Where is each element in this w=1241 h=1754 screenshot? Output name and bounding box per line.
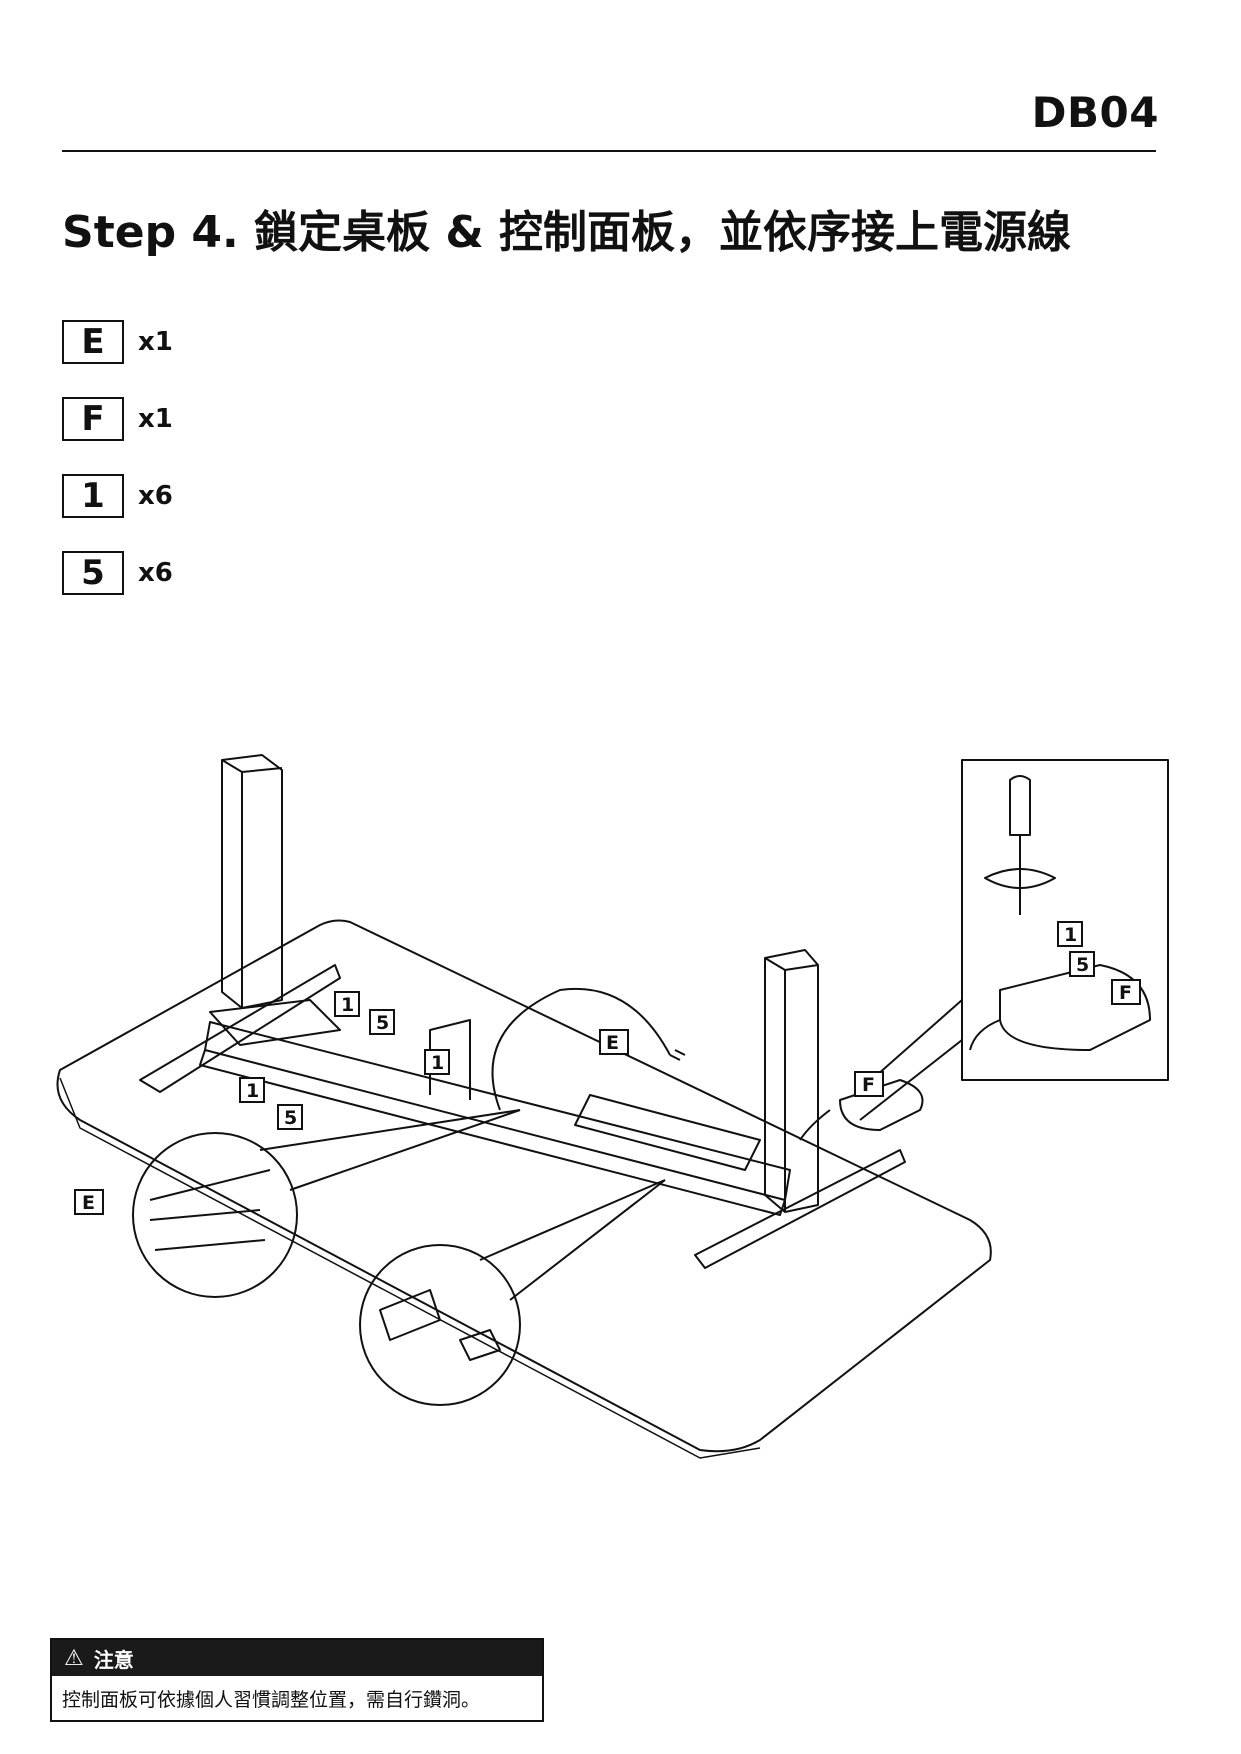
- part-row-5: 5 x6: [62, 549, 173, 597]
- control-box: [574, 1094, 761, 1171]
- left-foot: [139, 964, 341, 1093]
- part-quantity: x6: [138, 558, 173, 588]
- step-title: Step 4. 鎖定桌板 & 控制面板，並依序接上電源線: [62, 207, 1072, 258]
- part-label: 1: [62, 474, 124, 518]
- right-foot: [694, 1149, 906, 1269]
- callout-cable: E: [82, 1192, 95, 1214]
- notice-heading: 注意: [93, 1647, 134, 1672]
- callout-washer: 5: [376, 1012, 389, 1034]
- callout-cable: E: [606, 1032, 619, 1054]
- notice-text: 控制面板可依據個人習慣調整位置，需自行鑽洞。: [62, 1688, 481, 1711]
- callout-panel: F: [1119, 982, 1132, 1004]
- notice-box: ⚠ 注意 控制面板可依據個人習慣調整位置，需自行鑽洞。: [50, 1638, 544, 1722]
- zoom-detail-connector: [132, 1132, 298, 1298]
- zoom-detail-plug: [359, 1244, 521, 1406]
- part-row-e: E x1: [62, 318, 173, 366]
- part-quantity: x6: [138, 481, 173, 511]
- part-label: E: [62, 320, 124, 364]
- part-quantity: x1: [138, 404, 173, 434]
- callout-panel: F: [862, 1074, 875, 1096]
- tabletop: [56, 919, 992, 1453]
- detail-inset: [961, 759, 1169, 1081]
- assembly-illustration: 1 5 1 5 1 E F E 1 5 F: [56, 754, 1169, 1459]
- left-leg: [221, 754, 283, 1009]
- callout-screw: 1: [431, 1052, 444, 1074]
- callout-washer: 5: [284, 1107, 297, 1129]
- parts-list: E x1 F x1 1 x6 5 x6: [62, 318, 173, 626]
- header-divider: [62, 150, 1156, 152]
- part-label: F: [62, 397, 124, 441]
- part-row-1: 1 x6: [62, 472, 173, 520]
- part-label: 5: [62, 551, 124, 595]
- control-panel: [839, 1079, 924, 1131]
- document-code: DB04: [1031, 88, 1159, 137]
- power-cable: [491, 987, 671, 1111]
- callout-washer: 5: [1076, 954, 1089, 976]
- part-row-f: F x1: [62, 395, 173, 443]
- right-leg: [764, 949, 819, 1213]
- warning-icon: ⚠: [64, 1645, 84, 1671]
- part-quantity: x1: [138, 327, 173, 357]
- callout-screw: 1: [246, 1080, 259, 1102]
- callout-screw: 1: [341, 994, 354, 1016]
- notice-header: ⚠ 注意: [52, 1640, 542, 1676]
- callout-screw: 1: [1064, 924, 1077, 946]
